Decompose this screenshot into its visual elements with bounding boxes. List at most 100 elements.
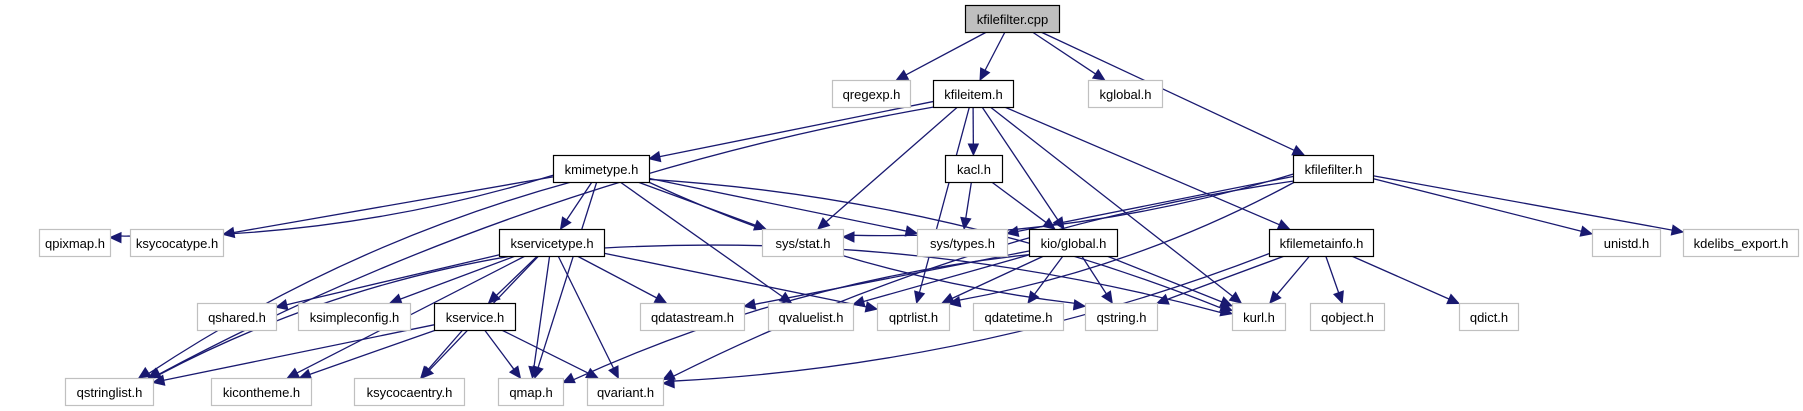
arrowhead-icon bbox=[1228, 291, 1243, 304]
edge-kmimetype_h-to-sys_types_h bbox=[648, 177, 919, 237]
node-label: kservice.h bbox=[446, 310, 505, 325]
arrowhead-icon bbox=[661, 376, 675, 389]
arrowhead-icon bbox=[960, 216, 972, 231]
node-label: ksimpleconfig.h bbox=[310, 310, 400, 325]
node-box bbox=[1591, 228, 1662, 258]
node-qmap-h: qmap.h bbox=[497, 377, 565, 407]
arrowhead-icon bbox=[585, 367, 599, 379]
edge-line bbox=[984, 31, 1006, 71]
edge-line bbox=[286, 254, 500, 306]
edge-kio_global_h-to-qptrlist_h bbox=[941, 255, 1045, 304]
node-kdelibs-export-h: kdelibs_export.h bbox=[1682, 228, 1800, 258]
node-kmimetype-h[interactable]: kmimetype.h bbox=[552, 154, 651, 184]
node-ksimpleconfig-h: ksimpleconfig.h bbox=[297, 302, 412, 332]
arrowhead-icon bbox=[1269, 290, 1282, 304]
edge-line bbox=[991, 181, 1047, 223]
edge-kservicetype_h-to-qshared_h bbox=[274, 254, 500, 311]
edge-line bbox=[573, 253, 1030, 381]
edge-line bbox=[659, 100, 934, 158]
node-label: qshared.h bbox=[208, 310, 266, 325]
node-box bbox=[1268, 228, 1375, 258]
arrowhead-icon bbox=[286, 367, 301, 379]
node-label: qpixmap.h bbox=[45, 236, 105, 251]
edge-kacl_h-to-sys_types_h bbox=[960, 181, 973, 231]
edge-kacl_h-to-kio_global_h bbox=[991, 181, 1056, 230]
node-kservice-h[interactable]: kservice.h bbox=[433, 302, 517, 332]
edge-line bbox=[1351, 255, 1450, 300]
edge-line bbox=[159, 255, 512, 376]
node-unistd-h: unistd.h bbox=[1591, 228, 1662, 258]
arrowhead-icon bbox=[528, 365, 540, 380]
node-kfilefilter-cpp[interactable]: kfilefilter.cpp bbox=[964, 4, 1061, 34]
node-box bbox=[972, 302, 1065, 332]
edge-kfilemetainfo_h-to-qdict_h bbox=[1351, 255, 1461, 305]
arrowhead-icon bbox=[1101, 290, 1113, 305]
node-box bbox=[932, 79, 1015, 109]
node-kservicetype-h[interactable]: kservicetype.h bbox=[498, 228, 606, 258]
edge-line bbox=[1081, 255, 1107, 295]
node-box bbox=[1458, 302, 1520, 332]
arrowhead-icon bbox=[1027, 290, 1040, 304]
node-label: kfilefilter.cpp bbox=[977, 12, 1049, 27]
node-kacl-h[interactable]: kacl.h bbox=[944, 154, 1004, 184]
node-kio-global-h[interactable]: kio/global.h bbox=[1028, 228, 1119, 258]
node-kfileitem-h[interactable]: kfileitem.h bbox=[932, 79, 1015, 109]
arrowhead-icon bbox=[914, 290, 926, 305]
node-box bbox=[433, 302, 517, 332]
edge-kservice_h-to-qvariant_h bbox=[501, 329, 599, 379]
edge-kfilemetainfo_h-to-qstring_h bbox=[1155, 255, 1285, 305]
node-box bbox=[1087, 79, 1164, 109]
edge-line bbox=[1372, 175, 1673, 231]
edge-line bbox=[825, 106, 958, 223]
node-box bbox=[1084, 302, 1159, 332]
edge-kfilemetainfo_h-to-qvariant_h bbox=[661, 253, 1270, 389]
edge-line bbox=[427, 329, 464, 371]
edge-line bbox=[501, 329, 589, 374]
edge-kfilemetainfo_h-to-qobject_h bbox=[1325, 255, 1344, 305]
edge-kio_global_h-to-kurl_h bbox=[1106, 255, 1234, 308]
edge-kservicetype_h-to-qdatastream_h bbox=[576, 255, 668, 304]
node-qregexp-h: qregexp.h bbox=[831, 79, 912, 109]
edge-line bbox=[484, 329, 515, 370]
edge-kio_global_h-to-qvaluelist_h bbox=[851, 254, 1030, 307]
arrowhead-icon bbox=[1219, 305, 1234, 317]
node-box bbox=[297, 302, 412, 332]
node-label: qregexp.h bbox=[843, 87, 901, 102]
edge-kfileitem_h-to-sys_stat_h bbox=[817, 106, 958, 230]
edge-line bbox=[648, 177, 907, 232]
edge-kfilefilter_h-to-sys_types_h bbox=[1005, 175, 1294, 237]
edge-line bbox=[951, 255, 1045, 299]
arrowhead-icon bbox=[148, 367, 162, 379]
node-qdatetime-h: qdatetime.h bbox=[972, 302, 1065, 332]
edge-kfilemetainfo_h-to-kurl_h bbox=[1269, 255, 1311, 304]
edge-line bbox=[905, 31, 987, 76]
node-kfilefilter-h[interactable]: kfilefilter.h bbox=[1292, 154, 1375, 184]
arrowhead-icon bbox=[1005, 225, 1020, 237]
node-label: qvariant.h bbox=[597, 385, 654, 400]
edge-line bbox=[754, 250, 1030, 305]
node-label: kurl.h bbox=[1243, 310, 1275, 325]
arrowhead-icon bbox=[895, 69, 910, 81]
node-label: kfilefilter.h bbox=[1305, 162, 1363, 177]
node-qstring-h: qstring.h bbox=[1084, 302, 1159, 332]
node-box bbox=[831, 79, 912, 109]
arrowhead-icon bbox=[1332, 290, 1344, 305]
edge-line bbox=[400, 255, 516, 300]
node-sys-stat-h: sys/stat.h bbox=[761, 228, 845, 258]
node-kurl-h: kurl.h bbox=[1231, 302, 1287, 332]
node-label: qdatastream.h bbox=[651, 310, 734, 325]
arrowhead-icon bbox=[979, 67, 991, 82]
node-qdatastream-h: qdatastream.h bbox=[639, 302, 746, 332]
node-box bbox=[196, 302, 278, 332]
edge-kio_global_h-to-qstring_h bbox=[1081, 255, 1113, 305]
edge-kio_global_h-to-qmap_h bbox=[561, 253, 1030, 384]
edge-line bbox=[863, 254, 1030, 303]
edge-kservicetype_h-to-kicontheme_h bbox=[286, 255, 526, 379]
edge-kmimetype_h-to-kservicetype_h bbox=[559, 181, 593, 231]
arrowhead-icon bbox=[1072, 299, 1087, 311]
node-label: kacl.h bbox=[957, 162, 991, 177]
node-label: qmap.h bbox=[509, 385, 552, 400]
edge-line bbox=[1031, 31, 1096, 75]
node-kfilemetainfo-h[interactable]: kfilemetainfo.h bbox=[1268, 228, 1375, 258]
node-qvaluelist-h: qvaluelist.h bbox=[767, 302, 855, 332]
